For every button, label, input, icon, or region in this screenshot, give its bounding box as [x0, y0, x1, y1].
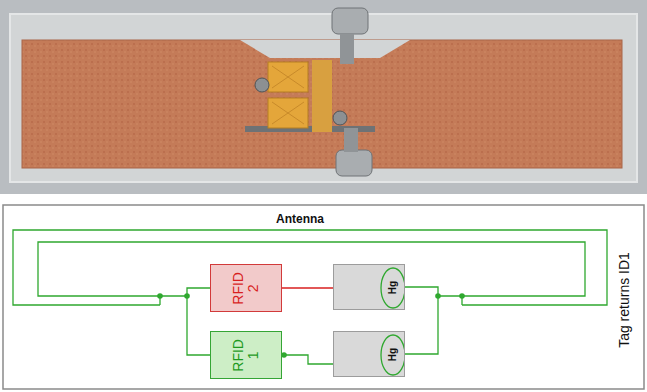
antenna-wire — [13, 230, 607, 305]
chip-label: RFID 2 — [231, 266, 262, 310]
mercury-switch: Hg — [333, 331, 405, 377]
rfid-chip: RFID 1 — [210, 331, 282, 379]
junction-dots — [157, 293, 465, 299]
junction-dot — [281, 352, 287, 358]
wire — [282, 287, 333, 288]
mercury-switch: Hg — [333, 264, 405, 310]
wire — [282, 355, 333, 364]
wire — [405, 287, 438, 354]
chip-label: RFID 1 — [231, 333, 262, 377]
status-note: Tag returns ID1 — [616, 250, 632, 350]
wire — [187, 288, 210, 355]
switch-label: Hg — [387, 280, 398, 293]
rfid-chip: RFID 2 — [210, 264, 282, 312]
antenna-label: Antenna — [274, 212, 326, 226]
switch-label: Hg — [387, 347, 398, 360]
